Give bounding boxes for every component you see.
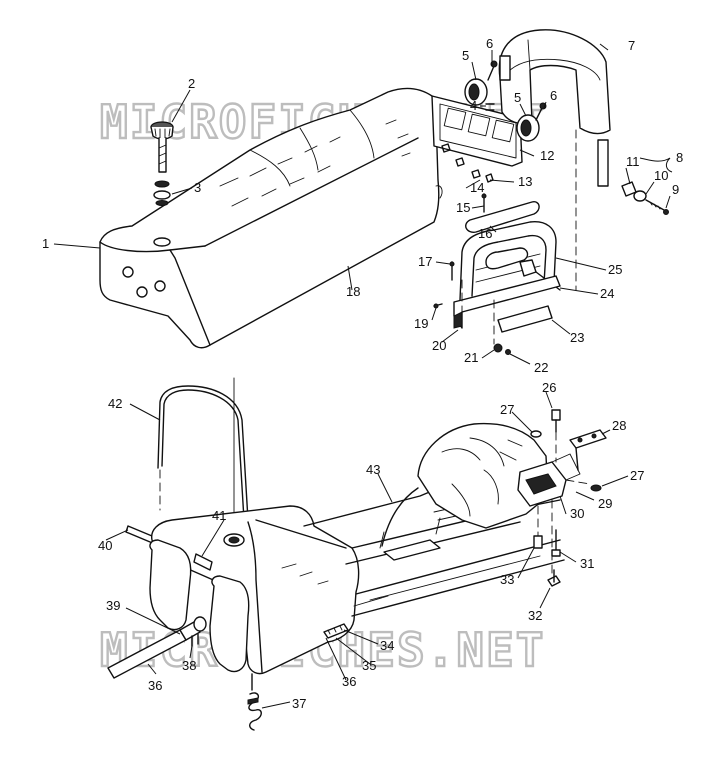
callout-25: 25 (608, 262, 622, 277)
screw-right[interactable] (535, 102, 547, 121)
callout-labels: 1 2 3 4 5 5 6 6 7 8 9 10 11 12 13 14 15 … (42, 36, 683, 711)
tank-filler-cap[interactable] (223, 533, 245, 547)
callout-31: 31 (580, 556, 594, 571)
callout-3: 3 (194, 180, 201, 195)
callout-40: 40 (98, 538, 112, 553)
callout-6b: 6 (550, 88, 557, 103)
callout-21: 21 (464, 350, 478, 365)
callout-24: 24 (600, 286, 614, 301)
callout-35: 35 (362, 658, 376, 673)
callout-16: 16 (478, 226, 492, 241)
spacer-4[interactable] (485, 103, 495, 111)
assembly-axis-27 (565, 479, 591, 485)
callout-2: 2 (188, 76, 195, 91)
callout-12: 12 (540, 148, 554, 163)
callout-27b: 27 (630, 468, 644, 483)
callout-23: 23 (570, 330, 584, 345)
grommet[interactable] (153, 180, 171, 206)
callout-15: 15 (456, 200, 470, 215)
callout-36b: 36 (342, 674, 356, 689)
callout-14: 14 (470, 180, 484, 195)
rear-cowl[interactable] (417, 422, 549, 529)
callout-6a: 6 (486, 36, 493, 51)
fuel-line[interactable] (157, 385, 249, 521)
tank-outlet-41[interactable] (193, 553, 213, 571)
callout-10: 10 (654, 168, 668, 183)
hardware-group-8[interactable] (621, 181, 669, 215)
drain-hose[interactable] (107, 616, 207, 679)
callout-5a: 5 (462, 48, 469, 63)
callout-11: 11 (626, 154, 640, 169)
bolt-32[interactable] (547, 569, 561, 587)
callout-18: 18 (346, 284, 360, 299)
backrest[interactable] (498, 29, 611, 291)
nut-27-right[interactable] (590, 484, 602, 492)
bolt-26[interactable] (551, 409, 561, 433)
fuel-tank[interactable] (149, 505, 360, 675)
hose-clamp-38[interactable] (191, 633, 199, 647)
latch-housing[interactable] (517, 453, 581, 507)
callout-41: 41 (212, 508, 226, 523)
washer-22[interactable] (505, 349, 511, 355)
callout-38: 38 (182, 658, 196, 673)
callout-30: 30 (570, 506, 584, 521)
callout-32: 32 (528, 608, 542, 623)
callout-8: 8 (676, 150, 683, 165)
strip-pad[interactable] (497, 305, 553, 333)
seat-studs[interactable] (441, 143, 494, 183)
nut-27-top[interactable] (530, 430, 542, 438)
callout-13: 13 (518, 174, 532, 189)
callout-17: 17 (418, 254, 432, 269)
callout-22: 22 (534, 360, 548, 375)
strap-buckle[interactable] (465, 193, 540, 233)
tank-clamp[interactable] (323, 623, 349, 639)
callout-27a: 27 (500, 402, 514, 417)
callout-1: 1 (42, 236, 49, 251)
callout-39: 39 (106, 598, 120, 613)
bolt-31[interactable] (551, 529, 561, 557)
reflector-left[interactable] (464, 78, 488, 106)
screw-17[interactable] (449, 261, 455, 281)
callout-34: 34 (380, 638, 394, 653)
spring-clamp[interactable] (247, 673, 262, 731)
bolt-33[interactable] (533, 535, 543, 549)
callout-9: 9 (672, 182, 679, 197)
callout-43: 43 (366, 462, 380, 477)
callout-7: 7 (628, 38, 635, 53)
base-plate[interactable] (453, 275, 561, 329)
leader-lines (53, 43, 673, 709)
gas-cap-assembly[interactable] (150, 121, 174, 173)
callout-37: 37 (292, 696, 306, 711)
seat[interactable] (99, 87, 443, 349)
callout-26: 26 (542, 380, 556, 395)
callout-20: 20 (432, 338, 446, 353)
nut-21[interactable] (493, 343, 503, 353)
callout-42: 42 (108, 396, 122, 411)
grab-bar[interactable] (459, 221, 557, 301)
screw-19[interactable] (433, 303, 443, 309)
callout-4: 4 (470, 98, 477, 113)
center-line-43[interactable] (381, 487, 419, 547)
latch-bracket[interactable] (569, 429, 607, 471)
reflector-right[interactable] (516, 114, 540, 142)
callout-36a: 36 (148, 678, 162, 693)
callout-29: 29 (598, 496, 612, 511)
callout-19: 19 (414, 316, 428, 331)
callout-5b: 5 (514, 90, 521, 105)
callout-33: 33 (500, 572, 514, 587)
callout-28: 28 (612, 418, 626, 433)
